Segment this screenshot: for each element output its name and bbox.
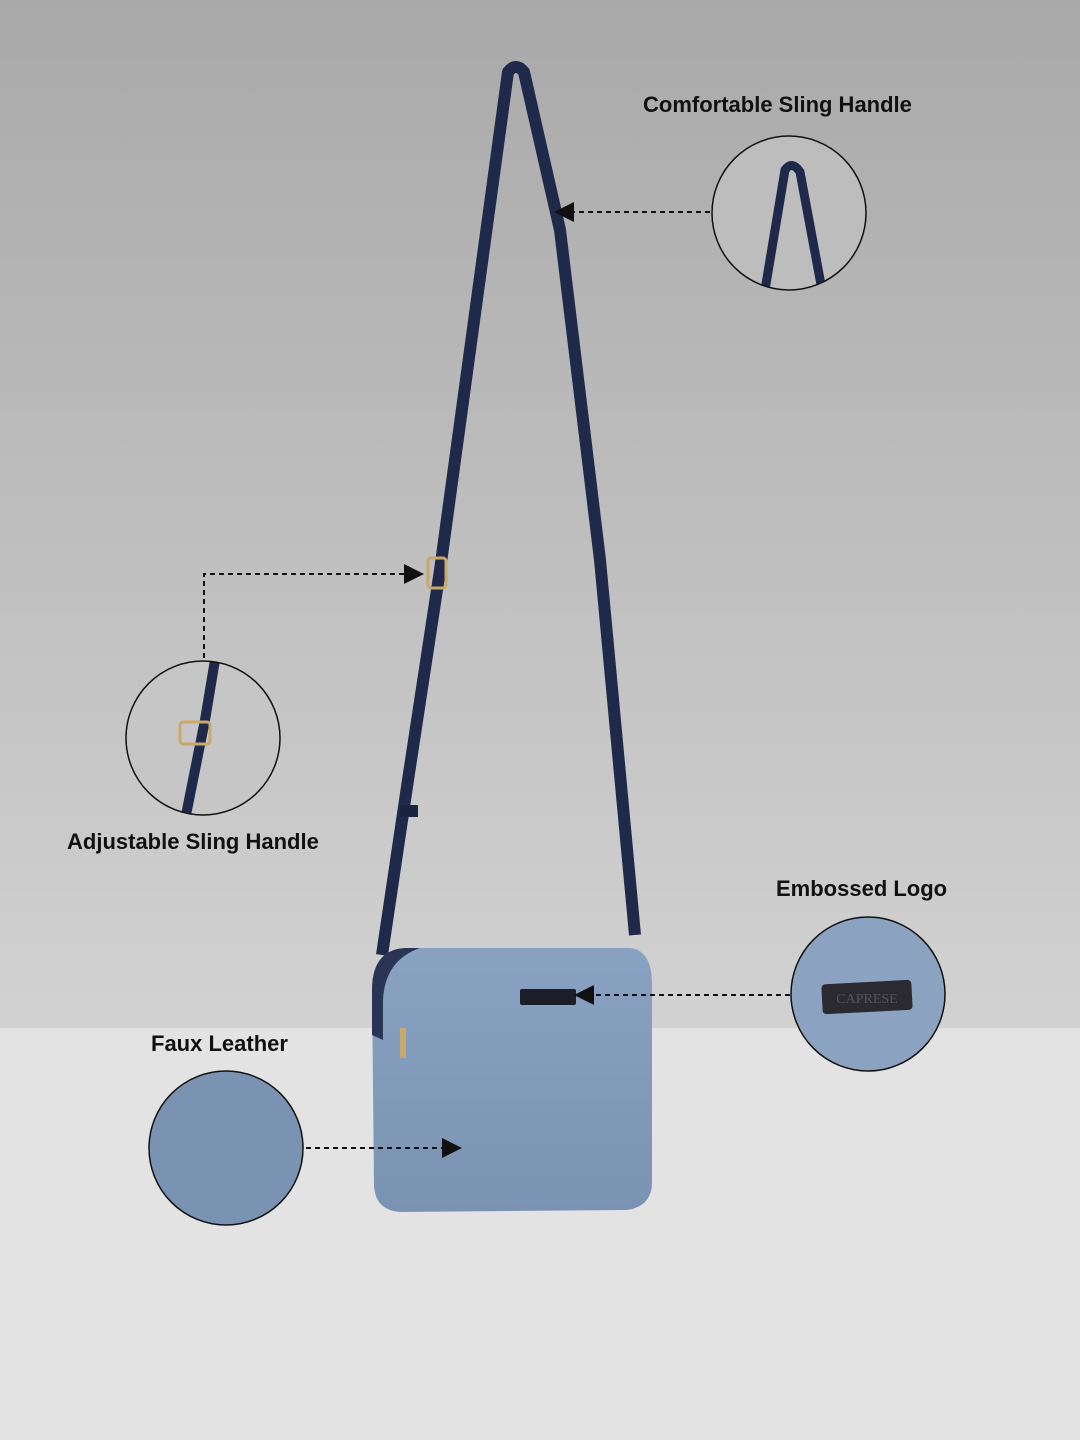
bag-body <box>372 948 652 1212</box>
callout-adjustable-circle <box>125 660 281 816</box>
label-embossed-logo: Embossed Logo <box>776 876 948 901</box>
pointer-lines <box>203 202 790 1158</box>
label-comfortable-sling-handle: Comfortable Sling Handle <box>643 92 912 117</box>
strap-buckle <box>426 556 448 590</box>
callout-comfortable-circle <box>711 135 867 291</box>
wall-background <box>0 0 1080 1028</box>
callout-embossed-circle: CAPRESE <box>790 916 946 1072</box>
embossed-logo <box>520 989 576 1005</box>
label-faux-leather: Faux Leather <box>151 1031 288 1056</box>
callout-faux-circle <box>148 1070 304 1226</box>
strap-keeper <box>400 805 418 817</box>
logo-text: CAPRESE <box>836 992 897 1007</box>
label-adjustable-sling-handle: Adjustable Sling Handle <box>67 829 319 854</box>
sling-strap <box>376 61 641 956</box>
